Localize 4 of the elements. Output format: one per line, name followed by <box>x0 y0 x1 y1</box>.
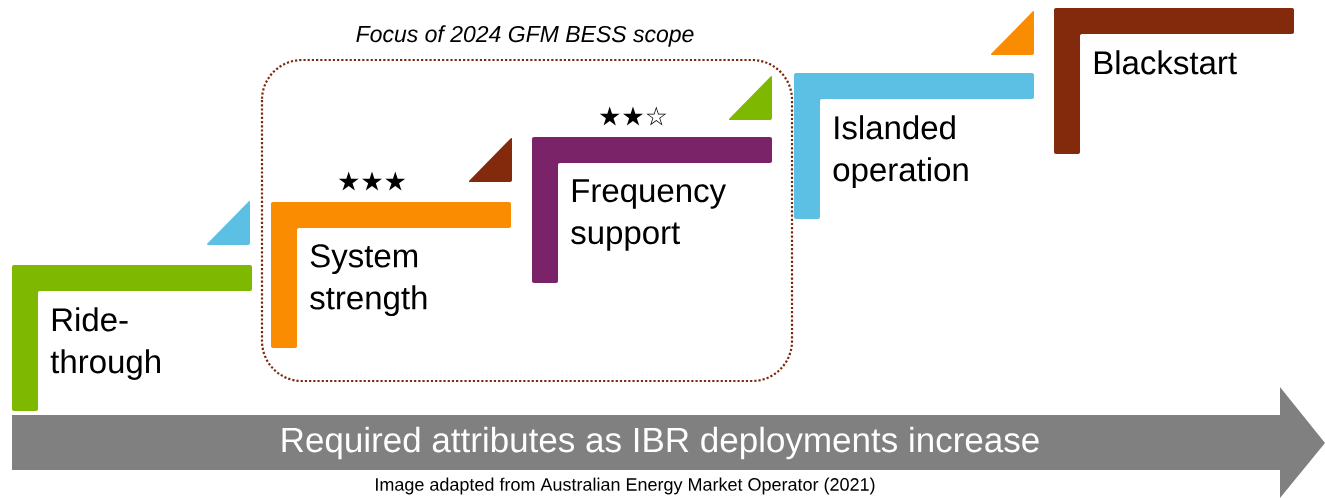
caption: Image adapted from Australian Energy Market Operator (2021) <box>376 477 875 495</box>
star-rating: ★★★ <box>338 171 406 191</box>
star-rating: ★★☆ <box>599 106 667 126</box>
node-label: Focus of 2024 GFM BESS scope <box>356 25 694 47</box>
